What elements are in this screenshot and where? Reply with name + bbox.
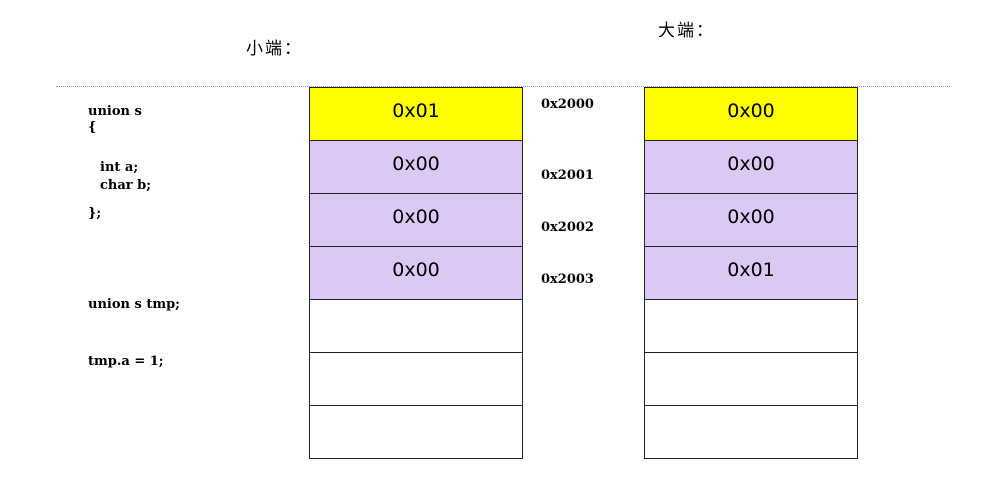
code-line: }; bbox=[88, 206, 102, 221]
memory-cell: 0x00 bbox=[644, 140, 858, 194]
memory-cell bbox=[644, 405, 858, 459]
memory-cell bbox=[309, 405, 523, 459]
memory-cell-value: 0x00 bbox=[727, 206, 775, 228]
memory-cell bbox=[644, 299, 858, 353]
memory-cell-value: 0x01 bbox=[727, 259, 775, 281]
memory-cell-value: 0x01 bbox=[392, 100, 440, 122]
memory-cell bbox=[309, 352, 523, 406]
memory-cell: 0x00 bbox=[309, 140, 523, 194]
little-endian-heading: 小端： bbox=[246, 39, 303, 59]
code-line: int a; bbox=[100, 160, 139, 175]
code-line: tmp.a = 1; bbox=[88, 354, 164, 369]
address-label: 0x2002 bbox=[541, 220, 594, 235]
memory-cell: 0x00 bbox=[309, 246, 523, 300]
memory-cell: 0x00 bbox=[309, 193, 523, 247]
code-line: char b; bbox=[100, 178, 152, 193]
memory-cell: 0x00 bbox=[644, 87, 858, 141]
memory-cell-value: 0x00 bbox=[727, 153, 775, 175]
dotted-divider bbox=[56, 86, 950, 87]
memory-cell: 0x00 bbox=[644, 193, 858, 247]
memory-cell: 0x01 bbox=[644, 246, 858, 300]
code-line: union s tmp; bbox=[88, 297, 180, 312]
code-line: { bbox=[88, 120, 97, 135]
memory-cell-value: 0x00 bbox=[392, 206, 440, 228]
address-label: 0x2000 bbox=[541, 97, 594, 112]
memory-cell-value: 0x00 bbox=[392, 259, 440, 281]
memory-cell-value: 0x00 bbox=[727, 100, 775, 122]
memory-cell bbox=[309, 299, 523, 353]
memory-cell bbox=[644, 352, 858, 406]
code-line: union s bbox=[88, 104, 142, 119]
memory-cell: 0x01 bbox=[309, 87, 523, 141]
address-label: 0x2001 bbox=[541, 168, 594, 183]
big-endian-heading: 大端： bbox=[658, 21, 715, 41]
address-label: 0x2003 bbox=[541, 272, 594, 287]
memory-cell-value: 0x00 bbox=[392, 153, 440, 175]
